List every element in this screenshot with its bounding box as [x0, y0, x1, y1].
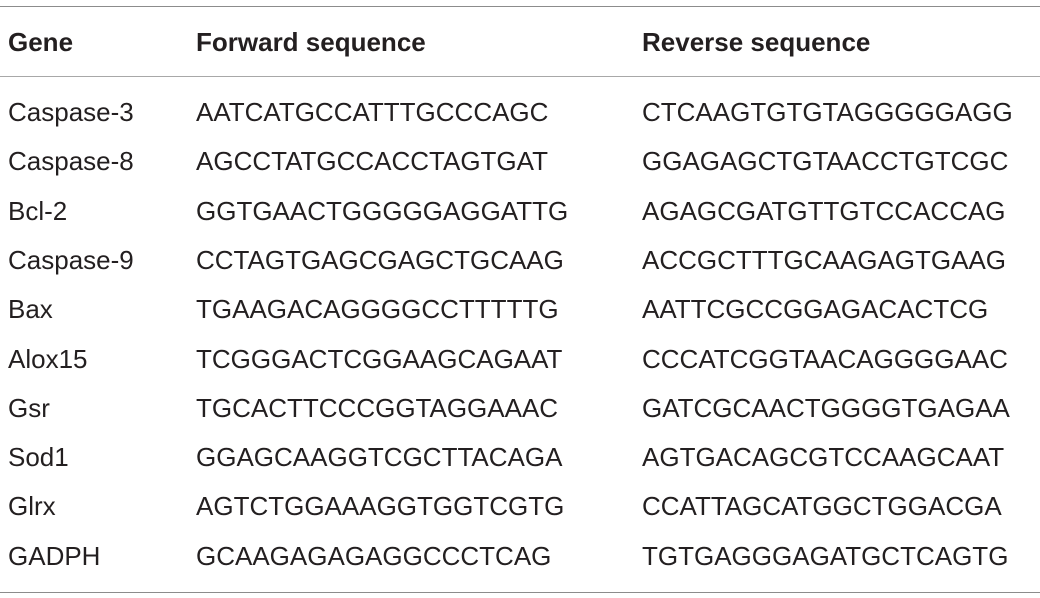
reverse-sequence-cell: TGTGAGGGAGATGCTCAGTG — [642, 540, 1009, 571]
reverse-sequence-cell: CCCATCGGTAACAGGGGAAC — [642, 343, 1008, 374]
forward-sequence-cell: AGTCTGGAAAGGTGGTCGTG — [196, 491, 565, 522]
gene-cell: Caspase-3 — [8, 97, 134, 127]
forward-sequence-cell: CCTAGTGAGCGAGCTGCAAG — [196, 244, 564, 275]
reverse-sequence-cell: AATTCGCCGGAGACACTCG — [642, 294, 989, 325]
reverse-sequence-cell: AGTGACAGCGTCCAAGCAAT — [642, 442, 1005, 473]
table-row: Sod1 GGAGCAAGGTCGCTTACAGA AGTGACAGCGTCCAAG… — [0, 433, 1040, 482]
gene-cell: Sod1 — [8, 442, 69, 473]
forward-sequence-cell: TGAAGACAGGGGCCTTTTTG — [196, 294, 559, 325]
reverse-sequence-cell: GGAGAGCTGTAACCTGTCGC — [642, 146, 1009, 177]
gene-cell: Bcl-2 — [8, 195, 68, 226]
reverse-sequence-cell: GATCGCAACTGGGGTGAGAA — [642, 392, 1010, 423]
gene-cell: GADPH — [8, 540, 101, 571]
reverse-sequence-cell: CTCAAGTGTGTAGGGGGAGG — [642, 97, 1013, 127]
gene-cell: Bax — [8, 294, 53, 325]
forward-sequence-cell: AGCCTATGCCACCTAGTGAT — [196, 146, 548, 177]
gene-cell: Gsr — [8, 392, 50, 423]
table-row: Bax TGAAGACAGGGGCCTTTTTG AATTCGCCGGAGACACT… — [0, 285, 1040, 334]
gene-cell: Caspase-8 — [8, 146, 134, 177]
forward-sequence-cell: GGTGAACTGGGGGAGGATTG — [196, 195, 569, 226]
header-rule — [0, 76, 1040, 77]
table-row: Caspase-8 AGCCTATGCCACCTAGTGAT GGAGAGCTGTA… — [0, 137, 1040, 186]
gene-cell: Glrx — [8, 491, 56, 522]
reverse-sequence-cell: AGAGCGATGTTGTCCACCAG — [642, 195, 1006, 226]
gene-cell: Alox15 — [8, 343, 88, 374]
header-reverse-sequence: Reverse sequence — [642, 27, 871, 57]
table-row: Alox15 TCGGGACTCGGAAGCAGAAT CCCATCGGTAACAG… — [0, 335, 1040, 384]
header-row: Gene Forward sequence Reverse sequence — [0, 17, 1040, 67]
forward-sequence-cell: GCAAGAGAGAGGCCCTCAG — [196, 540, 552, 571]
table-row: Caspase-3 AATCATGCCATTTGCCCAGC CTCAAGTGTGT… — [0, 88, 1040, 137]
forward-sequence-cell: AATCATGCCATTTGCCCAGC — [196, 97, 549, 127]
forward-sequence-cell: TCGGGACTCGGAAGCAGAAT — [196, 343, 563, 374]
table-row: Glrx AGTCTGGAAAGGTGGTCGTG CCATTAGCATGGCTGG… — [0, 482, 1040, 531]
header-forward-sequence: Forward sequence — [196, 27, 426, 57]
table-row: GADPH GCAAGAGAGAGGCCCTCAG TGTGAGGGAGATGCTC… — [0, 532, 1040, 581]
gene-cell: Caspase-9 — [8, 244, 134, 275]
reverse-sequence-cell: CCATTAGCATGGCTGGACGA — [642, 491, 1002, 522]
header-gene: Gene — [8, 27, 74, 57]
table-row: Bcl-2 GGTGAACTGGGGGAGGATTG AGAGCGATGTTGTCC… — [0, 187, 1040, 236]
table-row: Gsr TGCACTTCCCGGTAGGAAAC GATCGCAACTGGGGTGA… — [0, 384, 1040, 433]
forward-sequence-cell: GGAGCAAGGTCGCTTACAGA — [196, 442, 563, 473]
top-rule — [0, 6, 1040, 7]
table-row: Caspase-9 CCTAGTGAGCGAGCTGCAAG ACCGCTTTGCA… — [0, 236, 1040, 285]
bottom-rule — [0, 592, 1040, 593]
forward-sequence-cell: TGCACTTCCCGGTAGGAAAC — [196, 392, 559, 423]
reverse-sequence-cell: ACCGCTTTGCAAGAGTGAAG — [642, 244, 1007, 275]
